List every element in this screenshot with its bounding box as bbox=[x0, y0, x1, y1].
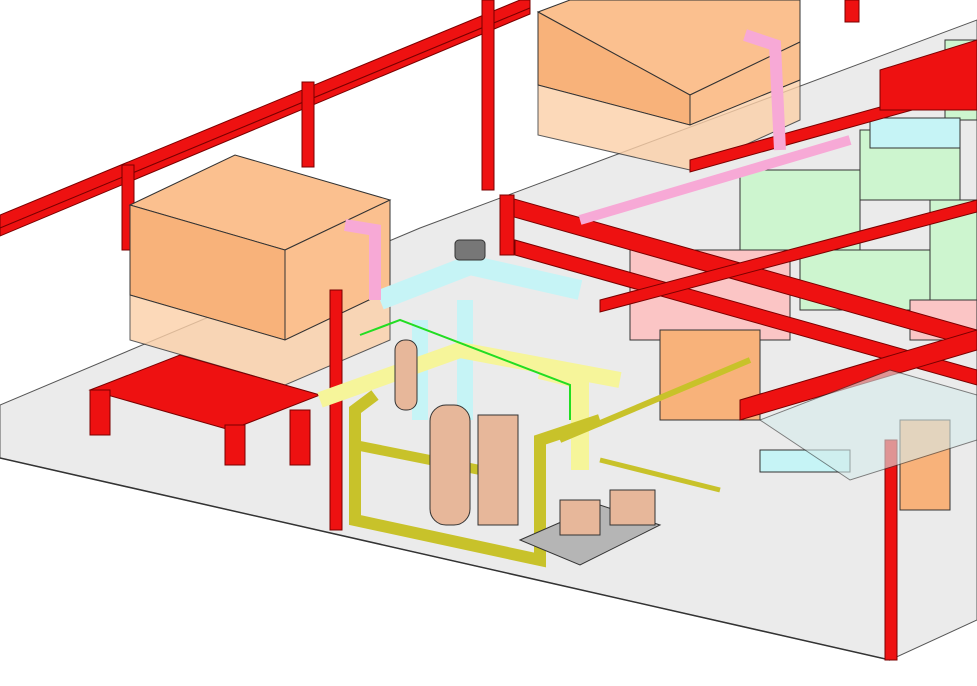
steel-frame-left bbox=[0, 0, 860, 251]
steel-frame-right bbox=[329, 39, 977, 661]
grey-equipment bbox=[454, 239, 486, 261]
floor-slab bbox=[0, 19, 977, 661]
cooling-tank-left bbox=[128, 154, 392, 386]
ductwork-green bbox=[739, 39, 977, 311]
chiller-unit bbox=[394, 339, 519, 526]
glass-panel bbox=[758, 369, 977, 481]
floor-edge bbox=[0, 457, 891, 661]
tank-stand-left bbox=[88, 354, 322, 466]
pipe-olive bbox=[349, 357, 752, 568]
pump-skid bbox=[518, 489, 662, 566]
cooling-tank-right bbox=[536, 0, 801, 171]
pipe-green bbox=[359, 318, 571, 420]
pipe-yellow bbox=[317, 341, 622, 470]
pipe-pink bbox=[344, 29, 852, 300]
